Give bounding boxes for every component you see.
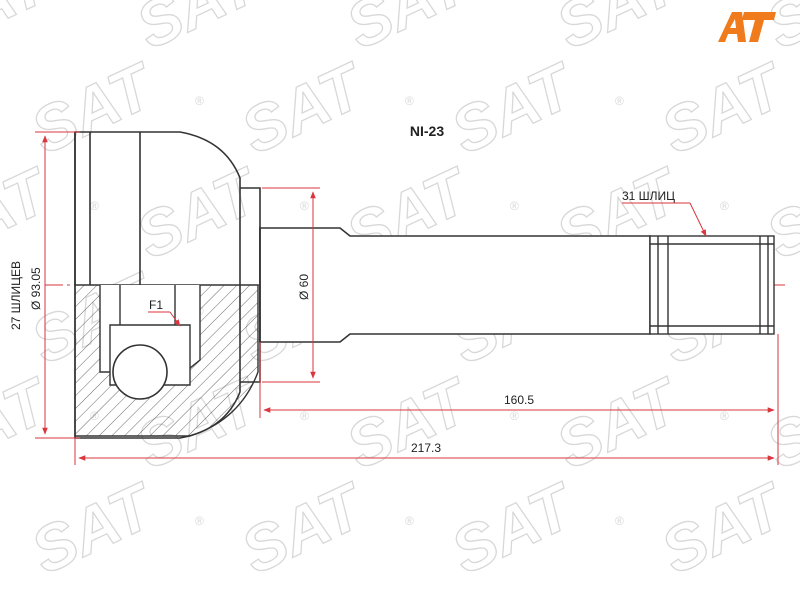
watermark-text: SAT [230,468,377,587]
watermark-text: SAT [20,48,167,167]
registered-mark: ® [90,199,99,213]
shaft-splines-label: 31 ШЛИЦ [622,189,675,203]
watermark-text: SAT [20,468,167,587]
registered-mark: ® [300,199,309,213]
watermark-text: SAT [545,363,692,482]
watermark-text: SAT [650,468,797,587]
dimension-lines [35,131,779,465]
logo-t-shape [742,12,776,42]
registered-mark: ® [615,94,624,108]
watermark-text: SAT [125,153,272,272]
watermark-text: SAT [440,48,587,167]
f1-label: F1 [149,298,163,312]
watermark-text: SAT [125,0,272,63]
watermark-text: SAT [230,48,377,167]
registered-mark: ® [720,409,729,423]
outer-diameter-label: Ø 93.05 [29,267,43,310]
logo-a-shape [718,12,746,42]
registered-mark: ® [300,0,309,3]
overall-length-label: 217.3 [411,441,441,455]
registered-mark: ® [195,94,204,108]
watermark-text: SAT [0,363,62,482]
logo-text: AT [718,8,720,11]
watermark-text: SAT [440,468,587,587]
watermark-text: SAT [335,0,482,63]
registered-mark: ® [300,409,309,423]
registered-mark: ® [510,199,519,213]
watermark-text: SAT [335,363,482,482]
at-logo: AT [718,8,776,42]
registered-mark: ® [720,199,729,213]
part-number: NI-23 [410,123,444,139]
ball-bearing [112,344,168,400]
registered-mark: ® [405,514,414,528]
registered-mark: ® [720,0,729,3]
watermark-text: SAT [545,0,692,63]
registered-mark: ® [615,514,624,528]
inner-splines-label: 27 ШЛИЦЕВ [9,261,23,330]
registered-mark: ® [90,0,99,3]
registered-mark: ® [405,94,414,108]
watermark-text: SAT [0,0,62,63]
registered-mark: ® [510,409,519,423]
shaft [259,227,651,343]
shaft-length-label: 160.5 [504,393,534,407]
watermark-text: SAT [650,48,797,167]
watermark-text: SAT [0,153,62,272]
spline-end [649,235,775,335]
registered-mark: ® [195,514,204,528]
shaft-diameter-label: Ø 60 [297,274,311,300]
registered-mark: ® [510,0,519,3]
